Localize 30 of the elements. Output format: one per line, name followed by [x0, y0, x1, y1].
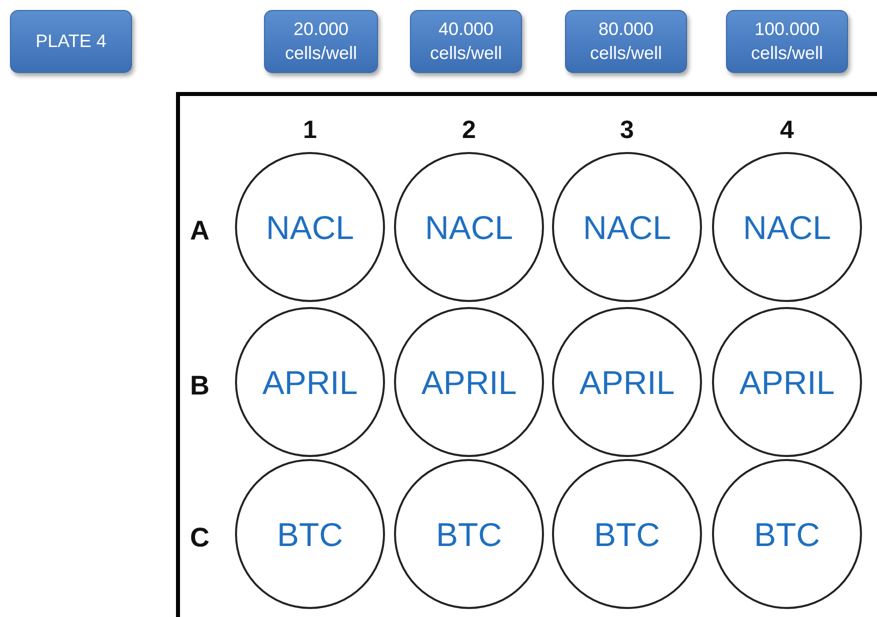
label-box: [410, 10, 522, 73]
well-label: APRIL: [262, 366, 358, 398]
column-number: 1: [303, 118, 317, 143]
well-label: BTC: [277, 518, 343, 550]
label-box: [565, 10, 687, 73]
well-label: NACL: [582, 210, 672, 244]
row-letter: C: [190, 524, 210, 552]
well-label: APRIL: [579, 366, 675, 398]
well-label: NACL: [266, 210, 354, 244]
well-label: APRIL: [421, 366, 517, 398]
well-label: APRIL: [739, 366, 835, 398]
box-text: 100.000 cells/well: [750, 18, 824, 64]
row-letter: A: [190, 218, 210, 244]
well-label: BTC: [436, 518, 502, 550]
box-text: PLATE 4: [36, 30, 106, 53]
column-number: 2: [462, 118, 476, 143]
plate-frame: [176, 92, 877, 617]
well-label: NACL: [424, 210, 514, 244]
box-text: 80.000 cells/well: [588, 18, 664, 64]
label-box: [264, 10, 378, 73]
column-number: 3: [620, 118, 634, 143]
well-label: BTC: [754, 518, 820, 550]
box-text: 40.000 cells/well: [428, 18, 504, 64]
column-number: 4: [780, 118, 794, 143]
row-letter: B: [190, 372, 210, 400]
box-text: 20.000 cells/well: [284, 18, 358, 64]
well-label: BTC: [594, 518, 660, 550]
label-box: [726, 10, 848, 73]
well-label: NACL: [742, 210, 832, 244]
label-box: [10, 10, 132, 73]
